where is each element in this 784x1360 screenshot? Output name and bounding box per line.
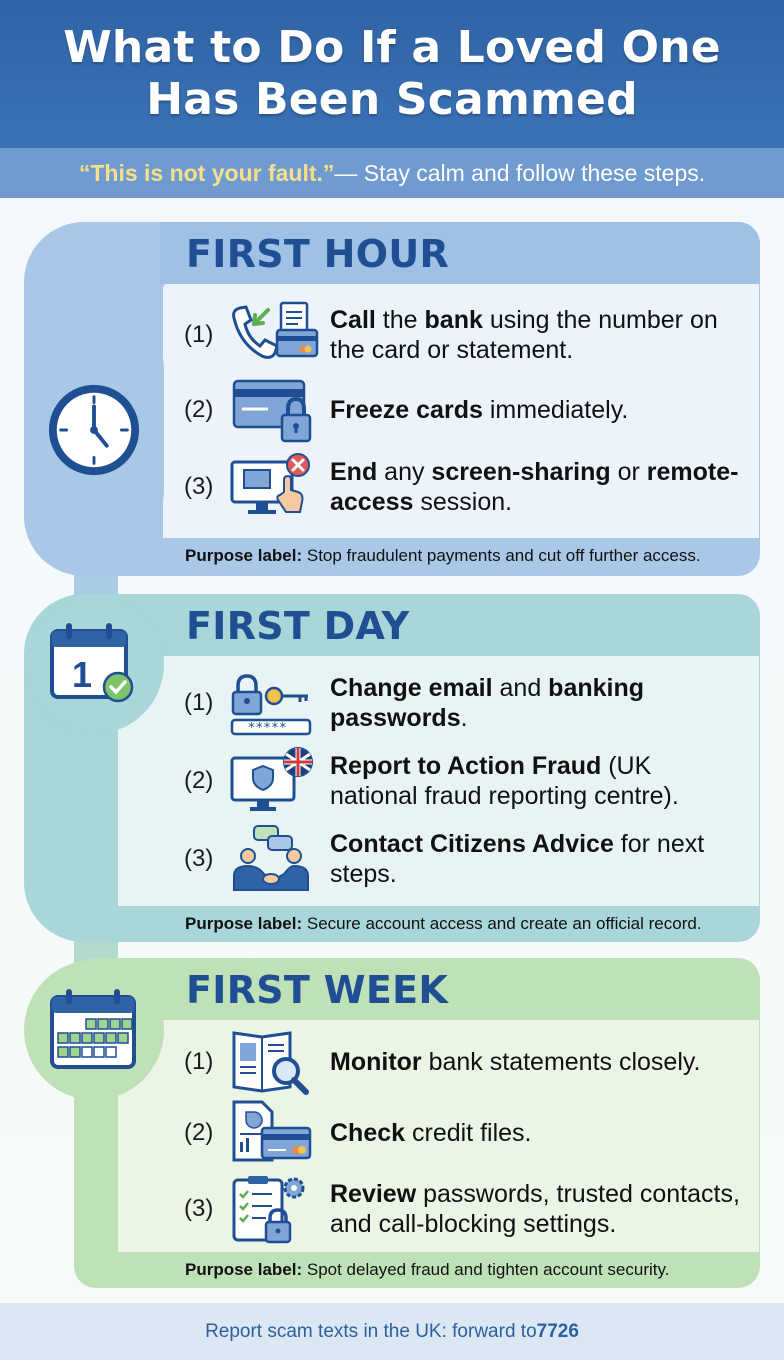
phone-card-icon [232, 301, 319, 359]
step-hour-2: (2) Freeze cards immediately. [184, 376, 764, 444]
step-hour-1: (1) Call the bank using the number on th… [184, 298, 764, 372]
purpose-first-day: Purpose label: Secure account access and… [185, 914, 702, 934]
purpose-first-hour: Purpose label: Stop fraudulent payments … [185, 546, 701, 566]
step-text-normal: bank statements closely. [421, 1048, 701, 1076]
step-day-1: (1) *****_ Change email and banking pass… [184, 666, 764, 740]
step-week-1: (1) Monitor bank statements closely. [184, 1026, 764, 1098]
checklist-lock-icon [232, 1176, 305, 1244]
step-text: End any screen-sharing or remote-access … [330, 457, 740, 517]
step-text-bold: screen-sharing [431, 458, 611, 486]
section-first-hour-header [160, 222, 760, 284]
advice-people-icon [233, 825, 309, 891]
step-number: (2) [184, 767, 214, 794]
step-text: Call the bank using the number on the ca… [330, 305, 730, 365]
step-text-normal: or [610, 458, 647, 486]
step-text-bold: Change email [330, 674, 493, 702]
step-text-bold: Call [330, 306, 376, 334]
step-text-normal: immediately. [482, 396, 629, 424]
subtitle-bar: “This is not your fault.” — Stay calm an… [0, 148, 784, 198]
step-text-normal: credit files. [405, 1119, 532, 1147]
step-text: Freeze cards immediately. [330, 395, 730, 425]
step-text: Review passwords, trusted contacts, and … [330, 1179, 760, 1239]
section-title-first-week: FIRST WEEK [186, 968, 449, 1012]
purpose-text: Secure account access and create an offi… [302, 914, 702, 933]
calendar-number: 1 [72, 654, 92, 695]
card-lock-icon [232, 379, 312, 443]
step-text: Monitor bank statements closely. [330, 1047, 740, 1077]
purpose-label: Purpose label: [185, 546, 303, 565]
statement-magnifier-icon [232, 1031, 309, 1095]
subtitle-quote: “This is not your fault.” [78, 159, 335, 186]
step-text: Contact Citizens Advice for next steps. [330, 829, 720, 889]
step-text-normal: any [377, 458, 432, 486]
step-text-bold: Report to Action Fraud [330, 752, 602, 780]
step-text-normal: the [375, 306, 425, 334]
section-first-hour-tab [24, 300, 164, 560]
step-text-bold: End [330, 458, 378, 486]
footer-number: 7726 [536, 1320, 579, 1342]
step-number: (1) [184, 689, 214, 716]
step-text-bold: remote-access [330, 458, 739, 516]
step-text-bold: Contact Citizens Advice [330, 830, 614, 858]
step-number: (2) [184, 1119, 214, 1146]
step-text-normal: session. [413, 488, 513, 516]
subtitle-text: — Stay calm and follow these steps. [334, 159, 706, 186]
step-text-bold: Monitor [330, 1048, 422, 1076]
step-week-2: (2) Check credit files. [184, 1100, 764, 1166]
step-text: Check credit files. [330, 1118, 740, 1148]
step-number: (1) [184, 1048, 214, 1075]
step-text-normal: for next steps. [330, 830, 705, 888]
purpose-label: Purpose label: [185, 914, 303, 933]
footer-text: Report scam texts in the UK: forward to [205, 1320, 537, 1342]
calendar-day-icon: 1 [50, 623, 134, 703]
step-text-normal: passwords, trusted contacts, and call-bl… [330, 1180, 740, 1238]
credit-file-icon [232, 1100, 312, 1162]
step-text-normal: (UK national fraud reporting centre). [330, 752, 679, 810]
step-text-bold: Review [330, 1180, 417, 1208]
step-number: (3) [184, 473, 214, 500]
footer-bar: Report scam texts in the UK: forward to … [0, 1303, 784, 1360]
step-text-normal: and [492, 674, 549, 702]
purpose-text: Stop fraudulent payments and cut off fur… [302, 546, 701, 565]
step-number: (3) [184, 1195, 214, 1222]
password-key-icon: *****_ [230, 674, 312, 736]
section-first-week-panel [118, 1020, 759, 1252]
step-week-3: (3) Review passwords, trusted contacts, … [184, 1172, 764, 1246]
purpose-first-week: Purpose label: Spot delayed fraud and ti… [185, 1260, 669, 1280]
step-hour-3: (3) End any screen-sharing or remote-acc… [184, 450, 764, 524]
header-banner: What to Do If a Loved One Has Been Scamm… [0, 0, 784, 148]
step-text-normal: using the number on the card or statemen… [330, 306, 718, 364]
step-text-normal: . [460, 704, 468, 732]
clock-icon [48, 384, 140, 476]
step-number: (3) [184, 845, 214, 872]
purpose-text: Spot delayed fraud and tighten account s… [302, 1260, 670, 1279]
section-first-week-tab [24, 960, 164, 1100]
page-title: What to Do If a Loved One Has Been Scamm… [63, 22, 721, 125]
step-text-bold: bank [424, 306, 483, 334]
section-first-day-tab: 1 [24, 594, 164, 734]
step-number: (1) [184, 321, 214, 348]
screen-share-stop-icon [230, 453, 310, 514]
step-text: Report to Action Fraud (UK national frau… [330, 751, 730, 811]
calendar-week-icon [50, 989, 136, 1069]
section-title-first-day: FIRST DAY [186, 604, 410, 648]
step-text: Change email and banking passwords. [330, 673, 710, 733]
step-number: (2) [184, 396, 214, 423]
step-text-bold: Freeze cards [330, 396, 483, 424]
purpose-label: Purpose label: [185, 1260, 303, 1279]
section-title-first-hour: FIRST HOUR [186, 232, 450, 276]
section-first-day-panel [118, 656, 759, 906]
step-day-2: (2) Report to Action Fraud (UK national … [184, 744, 764, 818]
password-mask: *****_ [248, 721, 295, 736]
step-text-bold: banking passwords [330, 674, 645, 732]
step-day-3: (3) Contact Citizens Advice for next ste… [184, 822, 764, 896]
step-text-bold: Check [330, 1119, 406, 1147]
report-monitor-icon [230, 747, 313, 811]
